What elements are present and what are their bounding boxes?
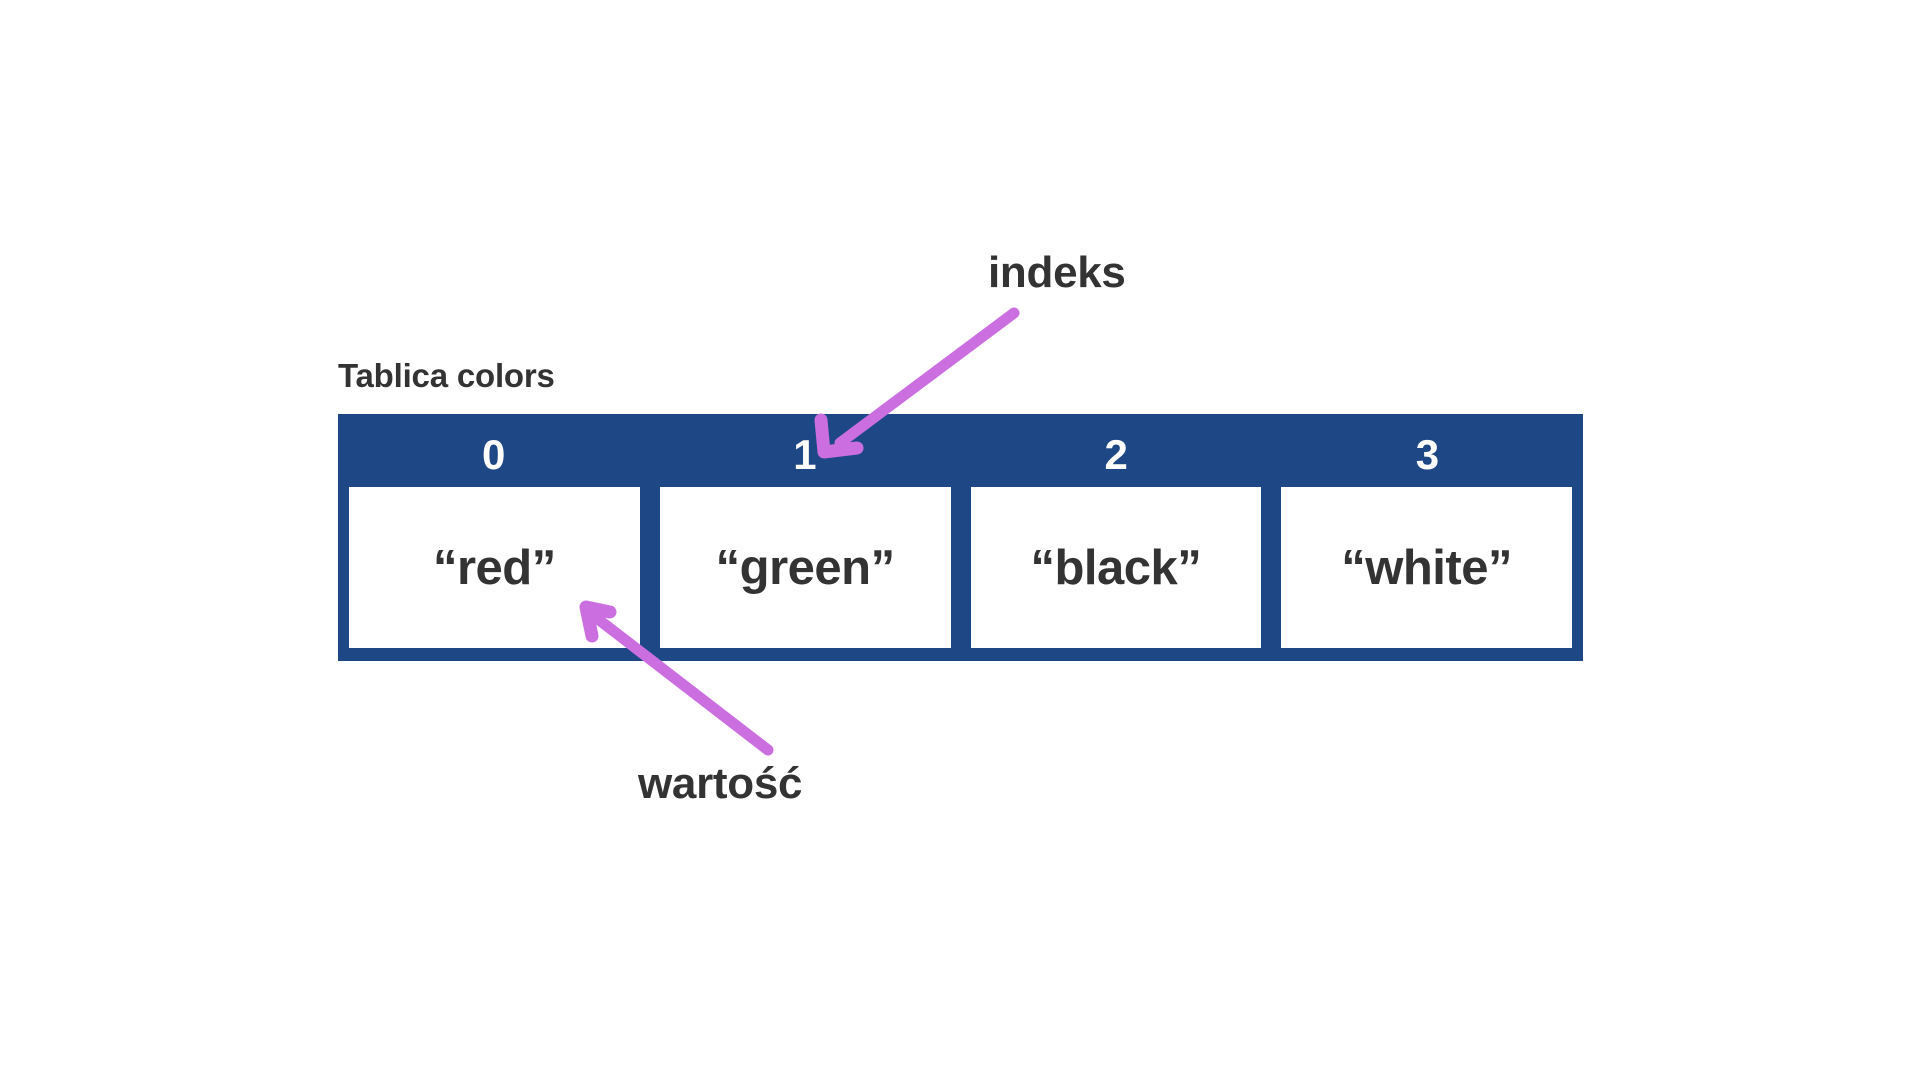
value-annotation-label: wartość <box>638 759 803 808</box>
array-value-cell-0: “red” <box>349 487 640 648</box>
array-index-cell-2: 2 <box>1104 430 1128 478</box>
array-title-label: Tablica colors <box>338 357 555 394</box>
array-value-row: “red” “green” “black” “white” <box>349 487 1572 648</box>
array-index-cell-3: 3 <box>1415 430 1440 478</box>
index-annotation-label: indeks <box>988 248 1126 297</box>
array-value-cell-2: “black” <box>970 487 1262 648</box>
array-index-cell-1: 1 <box>793 430 817 478</box>
array-index-row: 0 1 2 3 <box>338 414 1583 487</box>
array-container: 0 1 2 3 “red” “green” “black” “white” <box>338 414 1583 661</box>
array-value-cell-1: “green” <box>659 487 951 648</box>
array-index-cell-0: 0 <box>481 430 506 478</box>
array-value-cell-3: “white” <box>1281 487 1572 648</box>
